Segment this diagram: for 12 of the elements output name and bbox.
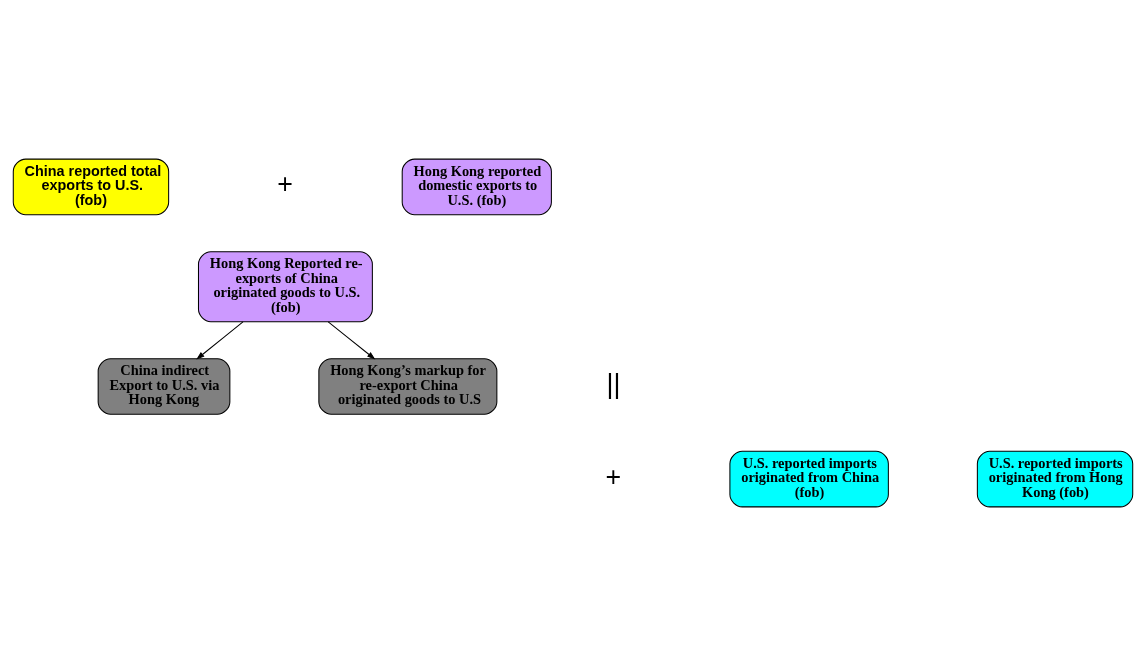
node-box: Hong Kong Reported re-exports of China originated goods to U.S. (fob) xyxy=(197,251,373,323)
node-box: Hong Kong reported domestic exports to U.S. (fob) xyxy=(401,158,552,216)
node-box: U.S. reported imports originated from Hong Kong (fob) xyxy=(976,450,1134,508)
arrow xyxy=(196,321,244,360)
label: + xyxy=(605,461,622,492)
arrow xyxy=(327,321,376,360)
label: + xyxy=(277,169,293,200)
node-box: Hong Kong’s markup for re-export China originated goods to U.S xyxy=(318,358,498,415)
node-box: U.S. reported imports originated from China (fob) xyxy=(729,450,889,508)
node-box: China indirect Export to U.S. via Hong Kong xyxy=(97,358,231,415)
label: || xyxy=(606,368,621,399)
node-box: China reported total exports to U.S. (fob) xyxy=(12,158,170,216)
